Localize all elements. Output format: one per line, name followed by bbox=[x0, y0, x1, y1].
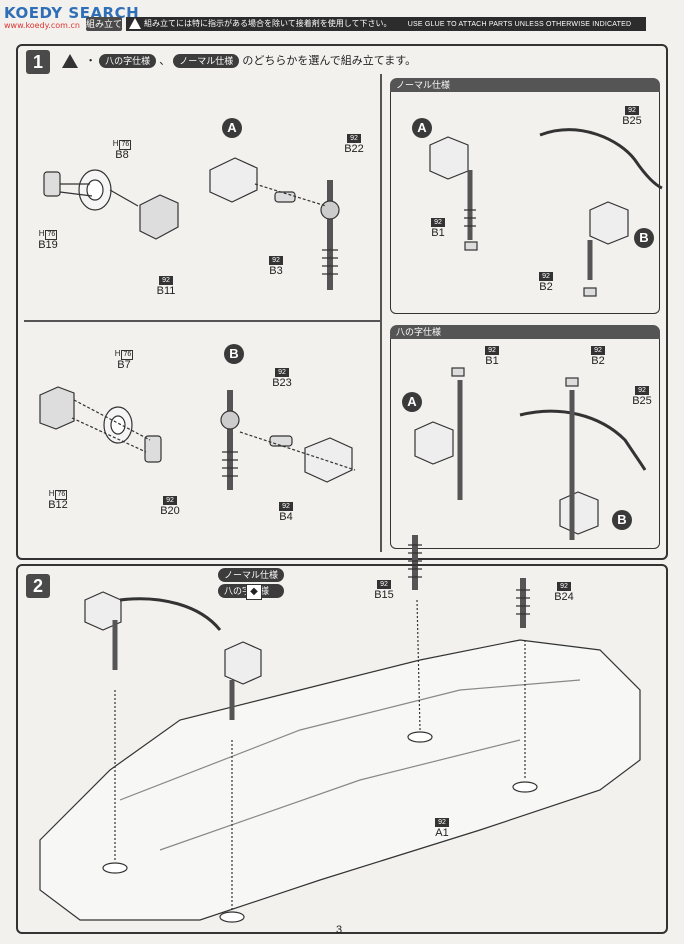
header-tab: 組み立て bbox=[86, 17, 123, 31]
step1-frame bbox=[16, 44, 668, 560]
part-label-b2-normal: 92 B2 bbox=[539, 272, 553, 293]
glue-note-en: USE GLUE TO ATTACH PARTS UNLESS OTHERWIS… bbox=[407, 21, 632, 28]
part-label-b4: 92 B4 bbox=[279, 502, 293, 523]
step1-divider-vertical bbox=[380, 74, 382, 552]
part-label-b25-hachi: 92 B25 bbox=[632, 386, 652, 407]
chassis-floor-a1 bbox=[39, 639, 641, 923]
option-selector-icon: ◆ bbox=[246, 584, 262, 600]
normal-spec-steering-linkage bbox=[429, 128, 663, 297]
instruction-text: のどちらかを選んで組み立てます。 bbox=[242, 55, 417, 67]
knuckle-assembly-b-b23 bbox=[220, 390, 356, 490]
hub-assembly-b8-b11 bbox=[43, 169, 179, 240]
warning-icon bbox=[129, 18, 141, 29]
step2-frame bbox=[16, 564, 668, 934]
part-label-b20: 92 B20 bbox=[160, 496, 180, 517]
part-label-b25-normal: 92 B25 bbox=[622, 106, 642, 127]
part-label-b15: 92 B15 bbox=[374, 580, 394, 601]
callout-circle-a-top: A bbox=[222, 118, 242, 138]
step1-divider-horizontal bbox=[24, 320, 380, 322]
watermark-url: www.koedy.com.cn bbox=[4, 21, 80, 30]
step1-number: 1 bbox=[26, 50, 50, 74]
part-label-b11: 92 B11 bbox=[156, 276, 176, 297]
hachi-spec-header: 八の字仕様 bbox=[390, 325, 660, 339]
hachi-spec-steering-linkage bbox=[414, 367, 647, 540]
page-number: 3 bbox=[336, 924, 343, 936]
callout-circle-b-bottom: B bbox=[224, 344, 244, 364]
step2-number: 2 bbox=[26, 574, 50, 598]
part-label-b3: 92 B3 bbox=[269, 256, 283, 277]
knuckle-assembly-a-b22 bbox=[209, 157, 340, 290]
hachi-spec-box bbox=[390, 339, 660, 549]
option-hachi-pill: 八の字仕様 bbox=[99, 54, 157, 68]
callout-circle-b-normal: B bbox=[634, 228, 654, 248]
normal-spec-header: ノーマル仕様 bbox=[390, 78, 660, 92]
callout-circle-b-hachi: B bbox=[612, 510, 632, 530]
option-normal-pill: ノーマル仕様 bbox=[173, 54, 240, 68]
callout-circle-a-hachi: A bbox=[402, 392, 422, 412]
part-label-b22: 92 B22 bbox=[344, 134, 364, 155]
part-label-a1: 92 A1 bbox=[435, 818, 449, 839]
part-label-b24: 92 B24 bbox=[554, 582, 574, 603]
rear-struts-b15-b24 bbox=[408, 535, 530, 780]
hub-assembly-b7-b12 bbox=[39, 386, 162, 463]
callout-circle-a-normal: A bbox=[412, 118, 432, 138]
glue-note-bar: 組み立てには特に指示がある場合を除いて接着剤を使用して下さい。 USE GLUE… bbox=[126, 17, 646, 31]
callout-normal-spec: ノーマル仕様 bbox=[218, 568, 285, 582]
step1-instruction: ・ 八の字仕様 、 ノーマル仕様 のどちらかを選んで組み立てます。 bbox=[62, 52, 417, 69]
glue-note-ja: 組み立てには特に指示がある場合を除いて接着剤を使用して下さい。 bbox=[144, 19, 392, 28]
part-label-b1-hachi: 92 B1 bbox=[485, 346, 499, 367]
part-label-b23: 92 B23 bbox=[272, 368, 292, 389]
part-label-b1-normal: 92 B1 bbox=[431, 218, 445, 239]
part-label-b2-hachi: 92 B2 bbox=[591, 346, 605, 367]
front-suspension-step2 bbox=[84, 591, 262, 910]
normal-spec-box bbox=[390, 92, 660, 314]
caution-icon bbox=[62, 54, 78, 69]
